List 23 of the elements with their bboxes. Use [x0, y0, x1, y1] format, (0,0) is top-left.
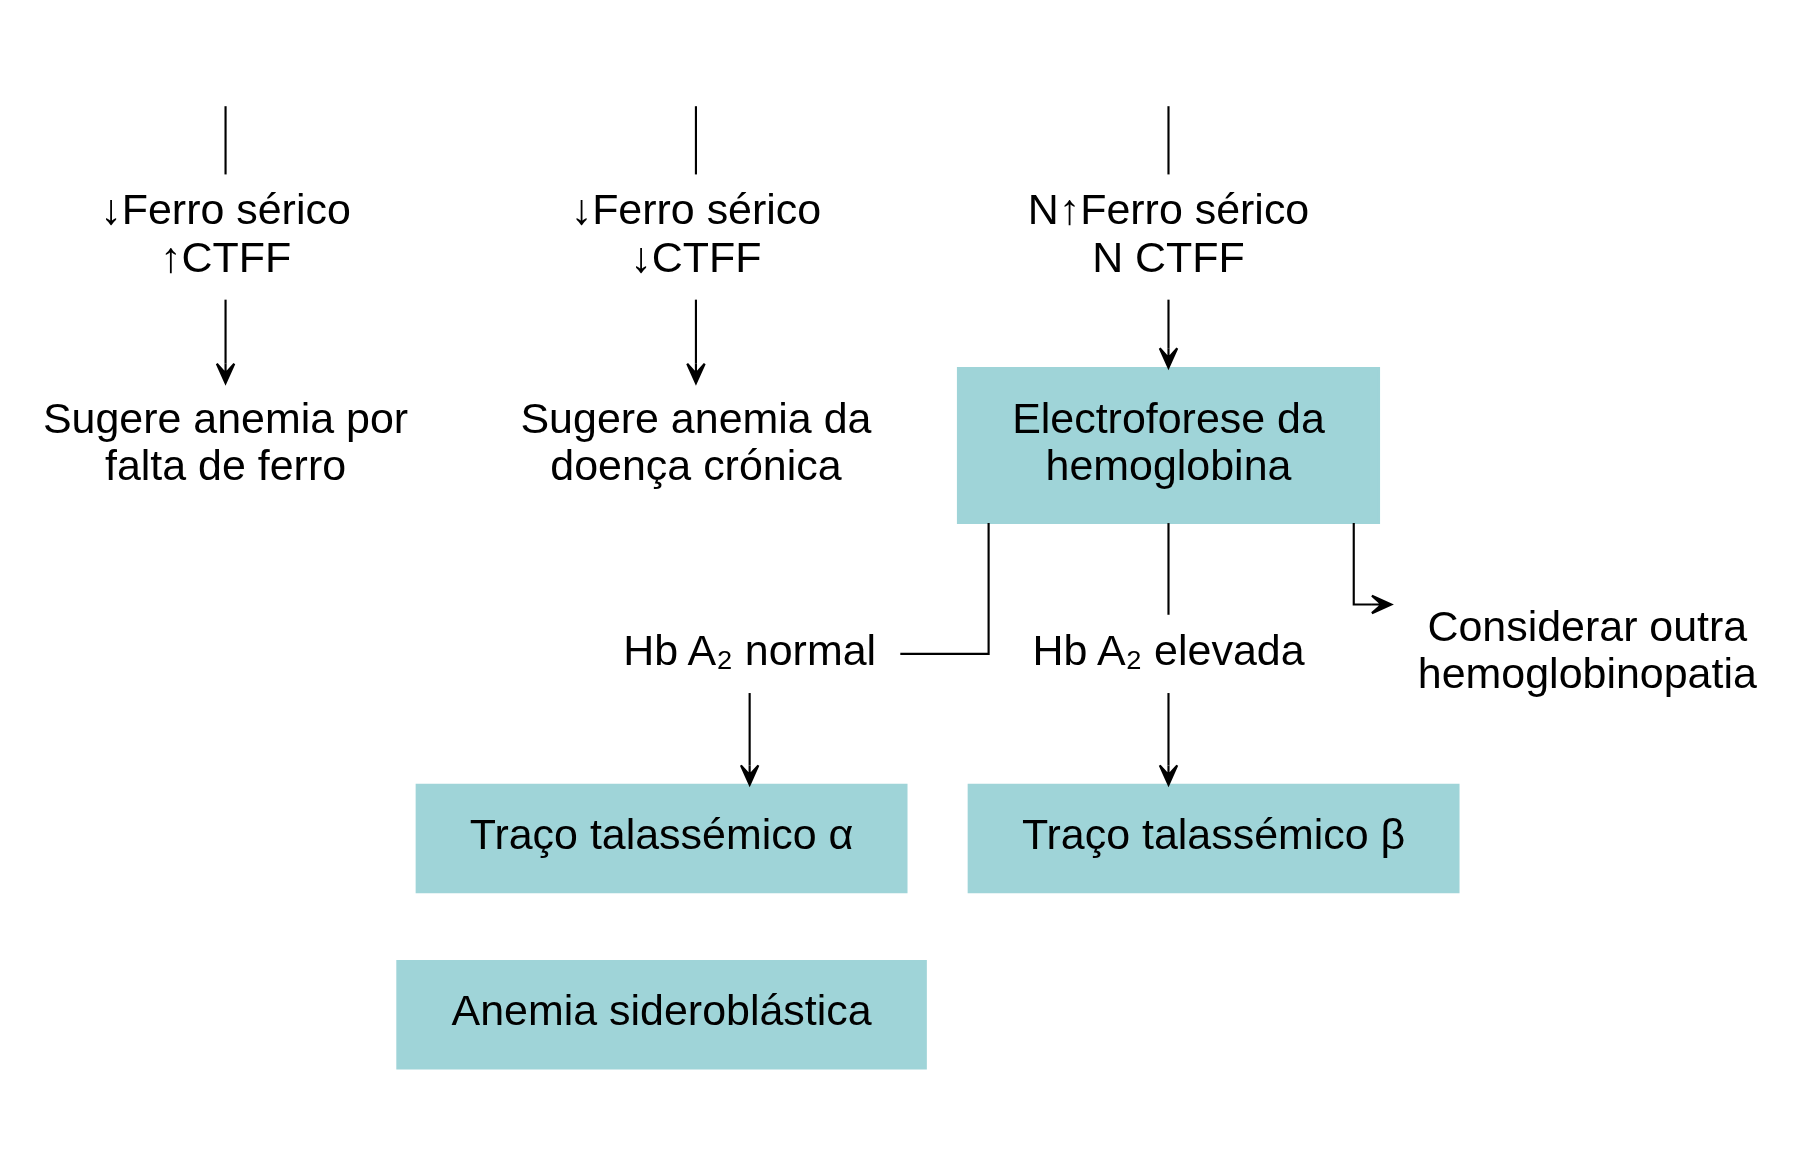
- node-box: Anemia sideroblástica: [396, 959, 927, 1069]
- node-box: Traço talassémico β: [967, 783, 1460, 893]
- arrow: [739, 692, 760, 786]
- node-text: ↓Ferro sérico ↑CTFF: [100, 184, 351, 281]
- connector: [1167, 105, 1170, 174]
- arrow: [686, 299, 706, 384]
- arrow: [1352, 522, 1393, 614]
- node-text: N↑Ferro sérico N CTFF: [1027, 184, 1310, 281]
- node-text: Sugere anemia por falta de ferro: [42, 393, 409, 489]
- arrow: [1158, 692, 1179, 786]
- arrow: [215, 299, 236, 384]
- connector: [224, 105, 227, 174]
- arrow: [1158, 299, 1179, 369]
- node-text: ↓Ferro sérico ↓CTFF: [570, 184, 822, 281]
- connector: [900, 522, 990, 655]
- node-text: Sugere anemia da doença crónica: [520, 393, 872, 489]
- node-box: Electroforese da hemoglobina: [956, 366, 1381, 524]
- node-text: Hb A₂ normal: [623, 625, 877, 674]
- connector: [694, 105, 698, 174]
- node-box: Traço talassémico α: [415, 783, 908, 893]
- node-text: Hb A₂ elevada: [1032, 625, 1305, 674]
- node-text: Considerar outra hemoglobinopatia: [1417, 601, 1757, 697]
- connector: [1167, 522, 1170, 615]
